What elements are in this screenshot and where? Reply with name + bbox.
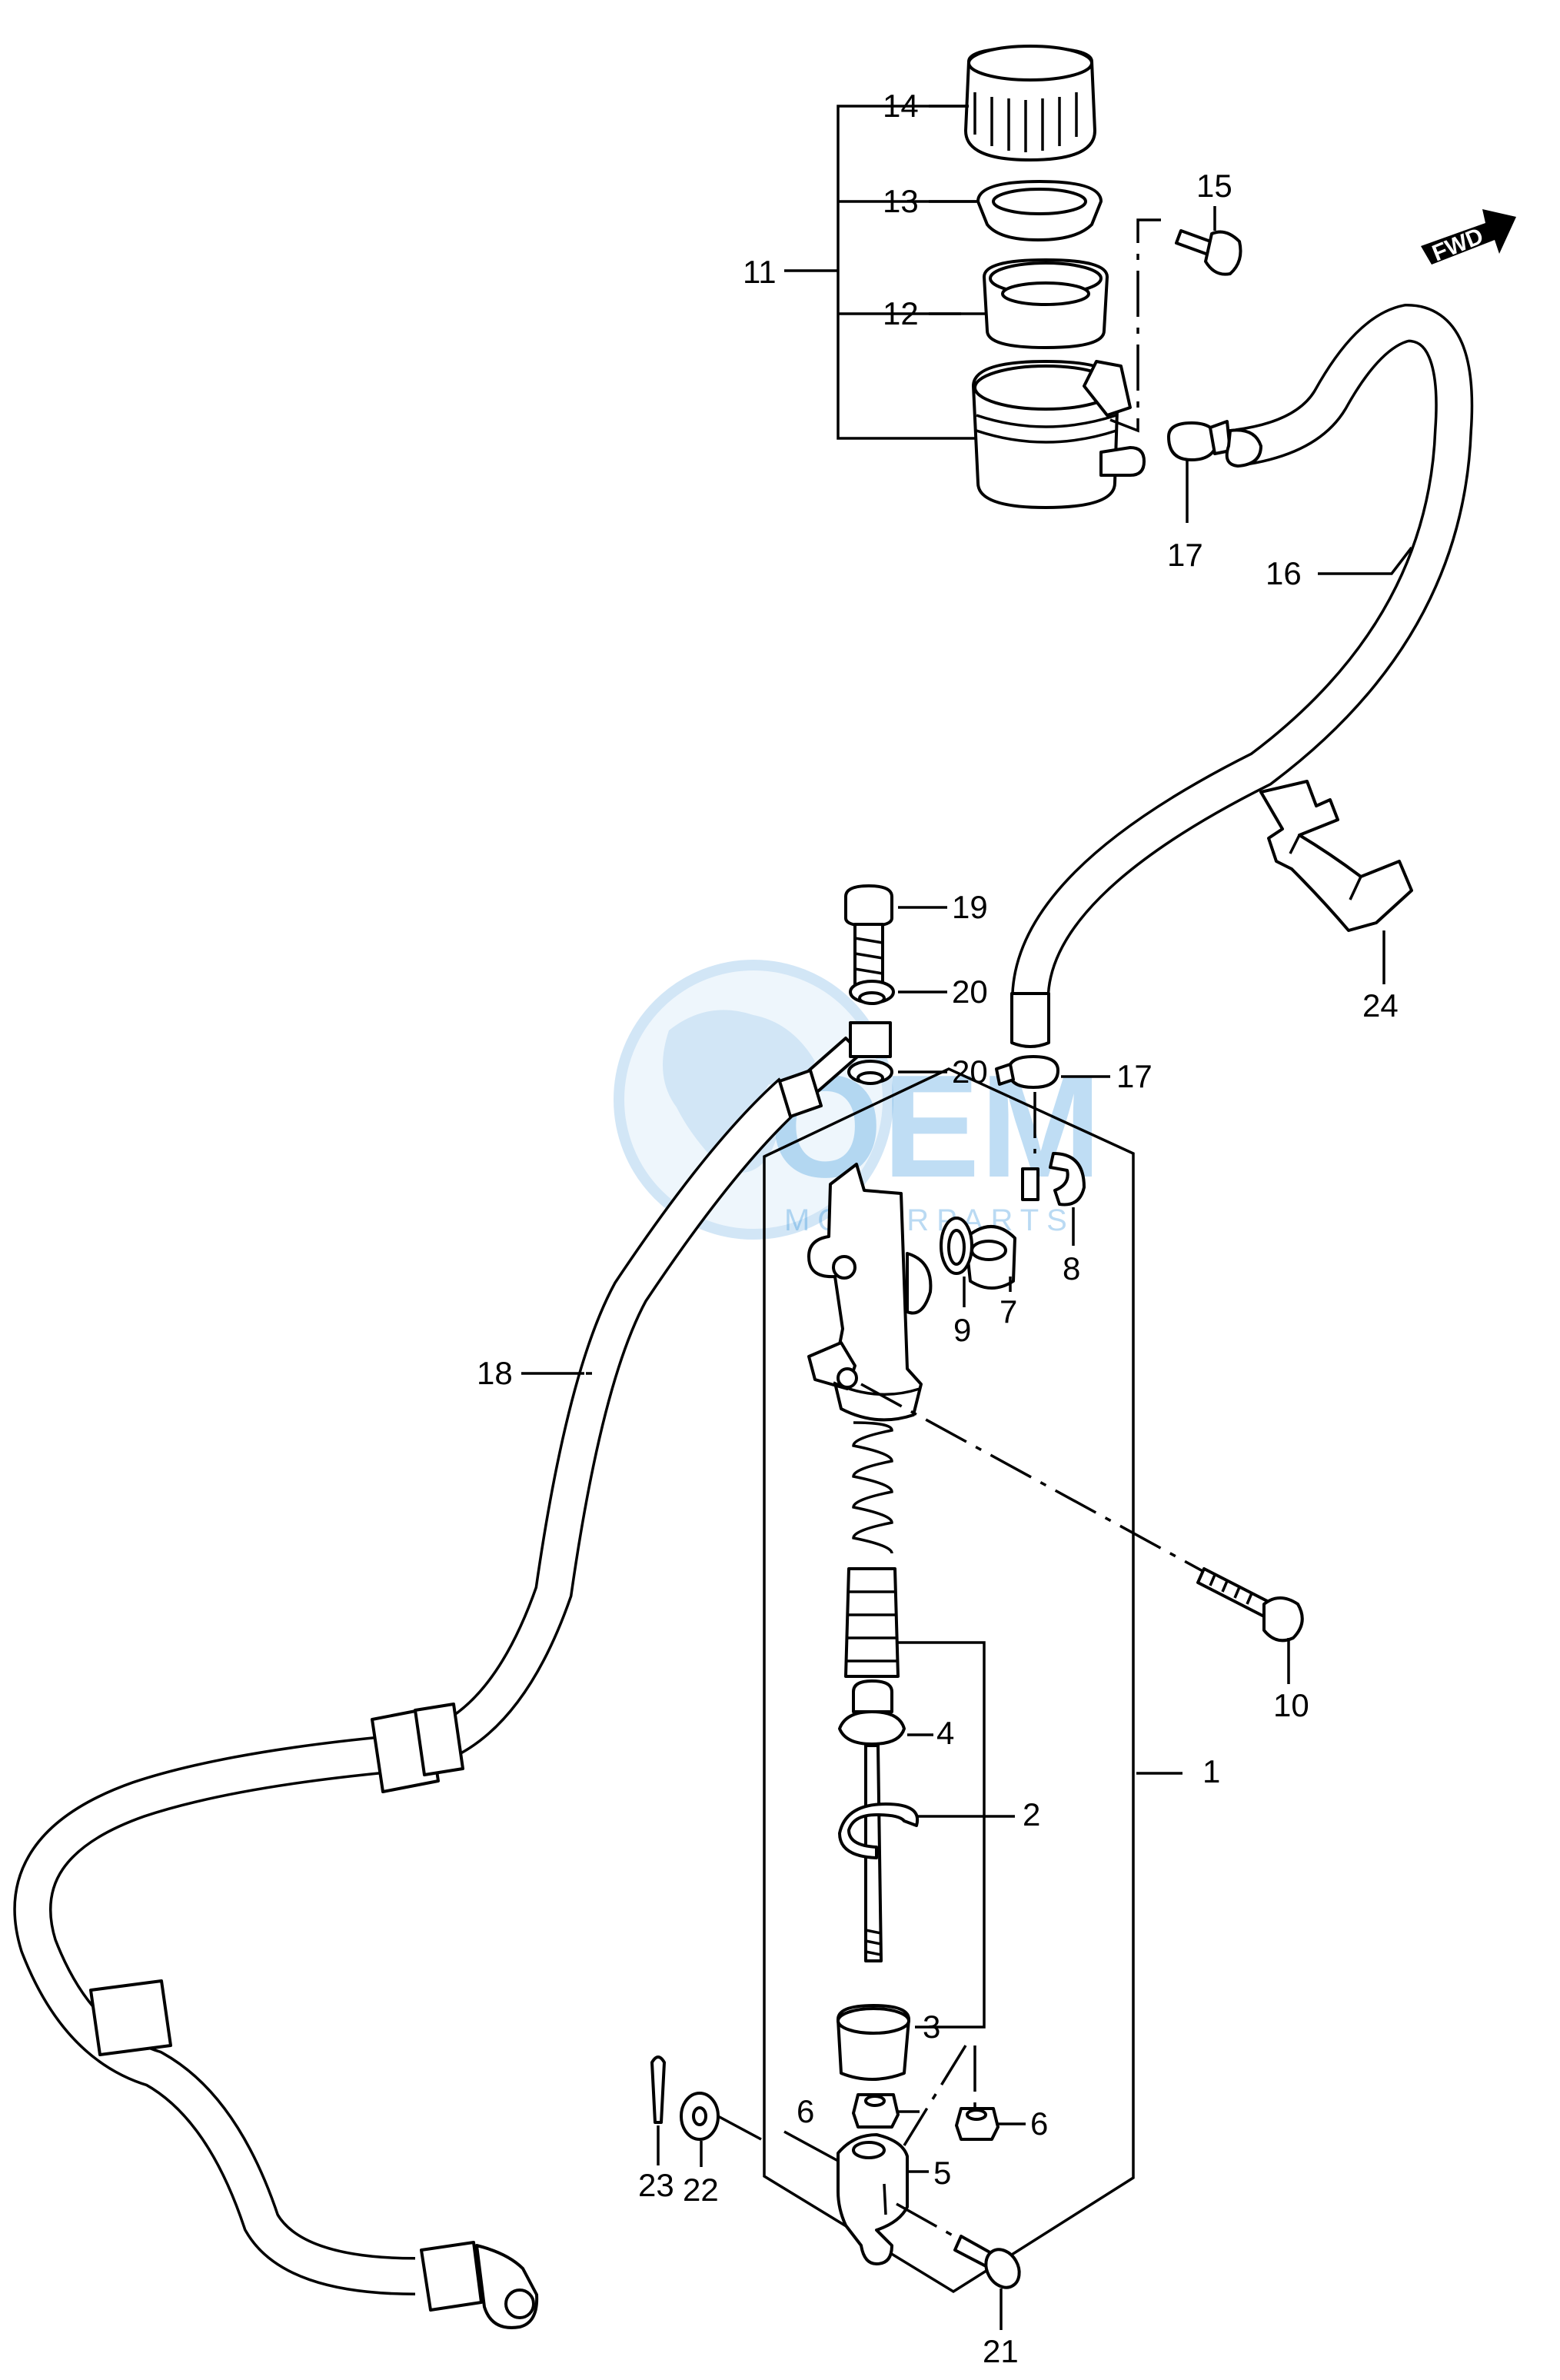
label-7: 7 <box>1000 1293 1017 1330</box>
reservoir-hose <box>1010 303 1474 1048</box>
bracket-1 <box>763 1067 1135 2294</box>
label-18: 18 <box>477 1355 513 1391</box>
label-12: 12 <box>883 295 919 331</box>
label-6-right: 6 <box>1030 2105 1048 2142</box>
hose-clamp-top <box>1167 420 1232 461</box>
label-20-lower: 20 <box>952 1054 988 1090</box>
label-1: 1 <box>1202 1753 1220 1789</box>
banjo-spacer <box>849 1021 892 1058</box>
nut-axis <box>903 2045 976 2146</box>
cotter-pin <box>650 2055 666 2124</box>
hose-clamp-lower <box>995 1055 1059 1089</box>
label-5: 5 <box>933 2155 951 2191</box>
label-21: 21 <box>983 2333 1019 2369</box>
circlip <box>838 1802 920 1859</box>
label-23: 23 <box>638 2167 674 2203</box>
label-17-top: 17 <box>1167 537 1203 573</box>
label-24: 24 <box>1362 987 1399 1024</box>
leader-15 <box>1109 218 1161 433</box>
label-9: 9 <box>953 1312 971 1348</box>
washer-22 <box>680 2092 720 2141</box>
diaphragm <box>976 180 1103 241</box>
lock-nut-left <box>852 2093 900 2129</box>
leader-lines <box>521 105 1413 2330</box>
clevis-pin <box>953 2235 1021 2289</box>
reservoir-cap <box>964 45 1096 161</box>
bolt-axis <box>860 1383 1205 1573</box>
label-4: 4 <box>936 1715 954 1751</box>
label-3: 3 <box>923 2009 940 2045</box>
callout-labels: 1 2 3 4 5 6 6 7 8 9 10 11 12 13 14 15 16… <box>477 88 1399 2369</box>
mount-bolt <box>1196 1567 1304 1643</box>
dust-boot <box>837 2004 910 2081</box>
brake-hose <box>13 1037 863 2329</box>
reservoir-body <box>972 360 1146 509</box>
globe-icon <box>614 960 893 1240</box>
label-8: 8 <box>1063 1250 1080 1287</box>
fwd-label: FWD <box>1429 223 1487 266</box>
label-20-upper: 20 <box>952 974 988 1010</box>
pin-axis <box>896 2202 960 2241</box>
master-cylinder-body <box>807 1163 933 1422</box>
inlet-fitting <box>940 1152 1086 1290</box>
push-rod <box>838 1679 906 1962</box>
label-19: 19 <box>952 889 988 925</box>
label-14: 14 <box>883 88 919 124</box>
label-13: 13 <box>883 183 919 219</box>
lock-nut-right <box>955 2107 1000 2141</box>
piston <box>844 1567 900 1678</box>
screw-15 <box>1175 229 1242 276</box>
piston-spring <box>852 1421 893 1554</box>
label-22: 22 <box>683 2172 719 2208</box>
label-2: 2 <box>1023 1796 1040 1832</box>
clevis <box>837 2133 909 2265</box>
bracket-11 <box>784 105 976 440</box>
leader-22 <box>717 2115 762 2141</box>
leader-5-left <box>783 2130 839 2162</box>
diaphragm-plate <box>983 258 1109 349</box>
label-6-left: 6 <box>797 2093 814 2129</box>
label-15: 15 <box>1196 168 1232 204</box>
label-17-lower: 17 <box>1116 1058 1153 1094</box>
label-10: 10 <box>1273 1687 1309 1723</box>
label-11: 11 <box>743 254 777 290</box>
fwd-arrow-icon: FWD <box>1421 209 1516 266</box>
label-16: 16 <box>1266 555 1302 591</box>
hose-bracket <box>1259 780 1413 932</box>
union-bolt <box>844 884 893 995</box>
